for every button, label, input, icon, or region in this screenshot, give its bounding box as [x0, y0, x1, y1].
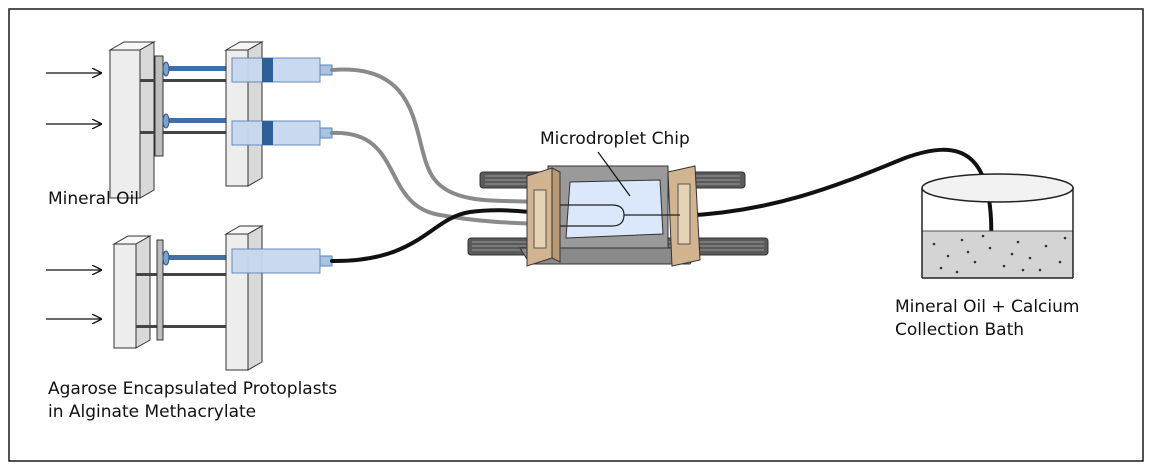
mineral-oil-label: Mineral Oil [48, 189, 139, 209]
bath-label-line2: Collection Bath [895, 320, 1025, 340]
syringe-icon [231, 248, 333, 274]
syringe-icon [231, 120, 333, 146]
bath-label-line1: Mineral Oil + Calcium [895, 297, 1080, 317]
syringe-icon [231, 57, 333, 83]
sample-tube [330, 208, 547, 264]
chip-leader-line [597, 151, 631, 197]
oil-tube-top [330, 67, 547, 204]
oil-tube-bottom [330, 130, 547, 226]
pump-arrows [46, 73, 101, 319]
agarose-label-line1: Agarose Encapsulated Protoplasts [48, 379, 338, 399]
chip-label: Microdroplet Chip [540, 129, 690, 149]
agarose-label-line2: in Alginate Methacrylate [48, 402, 257, 422]
chip-clamp-icon [467, 165, 769, 267]
collection-beaker-icon [921, 173, 1074, 279]
